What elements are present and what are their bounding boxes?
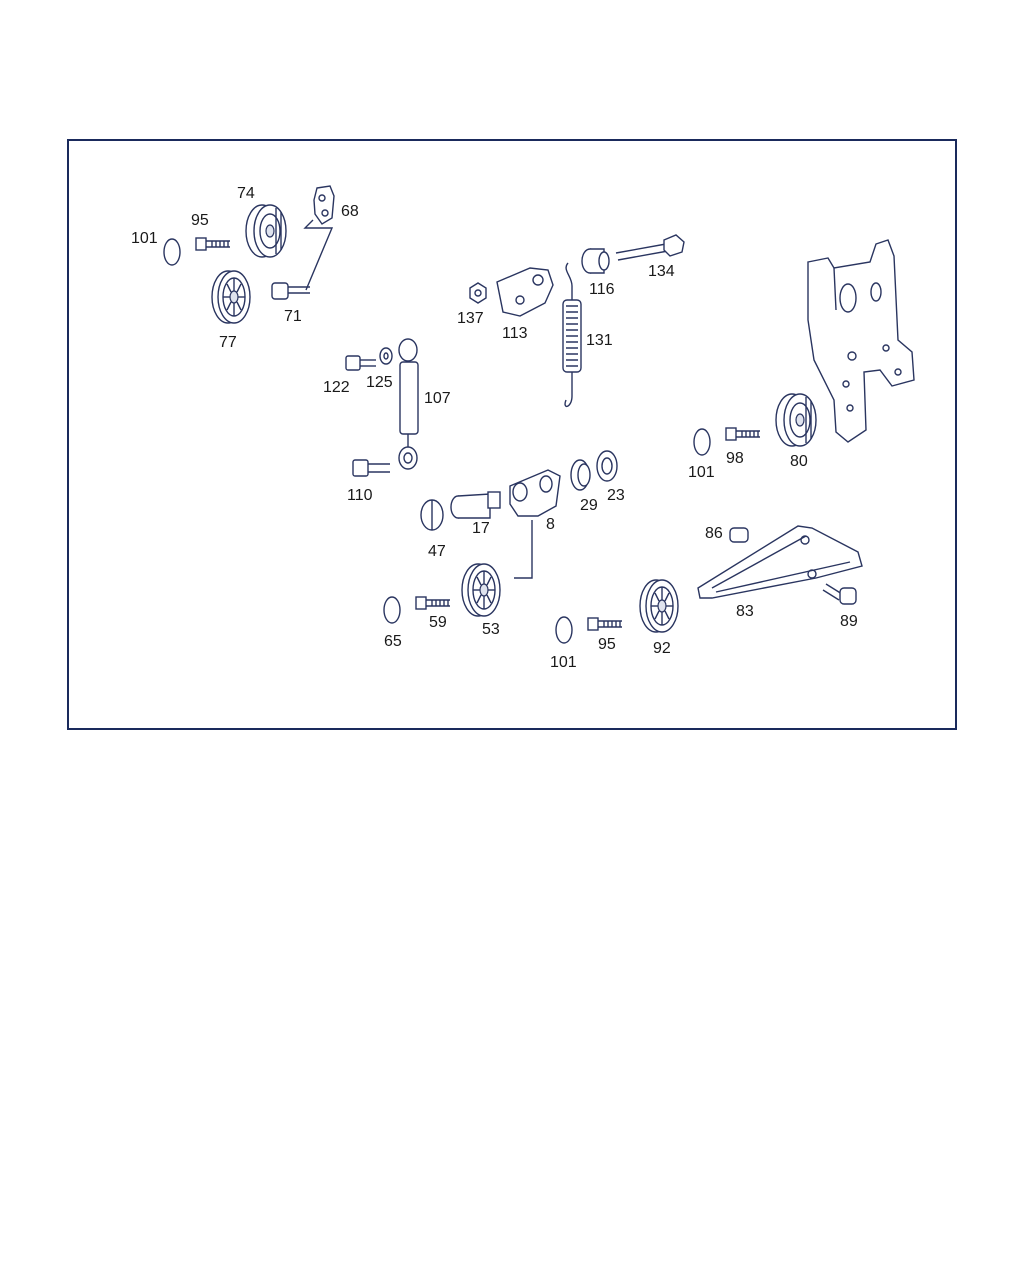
part-98-bolt	[725, 427, 761, 441]
label-98: 98	[726, 450, 744, 467]
label-59: 59	[429, 614, 447, 631]
label-53: 53	[482, 621, 500, 638]
label-107: 107	[424, 390, 451, 407]
part-47-cap	[420, 499, 444, 531]
label-122: 122	[323, 379, 350, 396]
part-101-cap-bottom	[555, 616, 573, 644]
part-74-pulley	[245, 204, 287, 258]
part-17-pin	[450, 491, 501, 519]
label-8: 8	[546, 516, 555, 533]
part-107-damper	[398, 338, 419, 470]
part-95-bolt-top	[195, 237, 231, 251]
label-74: 74	[237, 185, 255, 202]
part-80-pulley	[775, 393, 817, 447]
label-101-top: 101	[131, 230, 158, 247]
part-125-washer	[379, 347, 393, 365]
label-17: 17	[472, 520, 490, 537]
label-71: 71	[284, 308, 302, 325]
label-29: 29	[580, 497, 598, 514]
label-68: 68	[341, 203, 359, 220]
part-mounting-bracket	[807, 239, 915, 443]
part-59-bolt	[415, 596, 451, 610]
part-113-plate	[496, 267, 554, 317]
label-83: 83	[736, 603, 754, 620]
label-95-bottom: 95	[598, 636, 616, 653]
part-101-cap-top	[163, 238, 181, 266]
part-77-pulley	[211, 270, 251, 324]
label-110: 110	[347, 487, 373, 504]
label-95-top: 95	[191, 212, 209, 229]
label-101-bottom: 101	[550, 654, 577, 671]
part-95-bolt-bottom	[587, 617, 623, 631]
label-137: 137	[457, 310, 484, 327]
label-47: 47	[428, 543, 446, 560]
part-29-ring	[570, 459, 591, 491]
label-86: 86	[705, 525, 723, 542]
part-137-nut	[469, 282, 487, 304]
part-131-spring	[562, 262, 582, 407]
label-131: 131	[586, 332, 613, 349]
part-122-bolt	[345, 355, 376, 371]
label-125: 125	[366, 374, 393, 391]
part-101-cap-right	[693, 428, 711, 456]
part-8-tensioner-arm	[509, 469, 561, 579]
part-86-bushing	[729, 527, 749, 543]
label-65: 65	[384, 633, 402, 650]
label-23: 23	[607, 487, 625, 504]
label-134: 134	[648, 263, 675, 280]
label-89: 89	[840, 613, 858, 630]
label-80: 80	[790, 453, 808, 470]
part-53-pulley	[461, 563, 501, 617]
label-101-right: 101	[688, 464, 715, 481]
part-92-pulley	[639, 579, 679, 633]
diagram-frame	[67, 139, 957, 730]
part-23-seal	[596, 450, 618, 482]
label-113: 113	[502, 325, 528, 342]
part-116-bushing	[581, 248, 610, 274]
part-68-bracket	[303, 185, 335, 291]
part-110-bolt	[352, 459, 390, 477]
part-65-cap	[383, 596, 401, 624]
part-71-bolt	[271, 282, 310, 300]
part-134-bolt	[615, 234, 685, 261]
part-83-arm	[697, 525, 863, 599]
label-92: 92	[653, 640, 671, 657]
label-116: 116	[589, 281, 615, 298]
label-77: 77	[219, 334, 237, 351]
part-89-bolt	[822, 583, 857, 605]
